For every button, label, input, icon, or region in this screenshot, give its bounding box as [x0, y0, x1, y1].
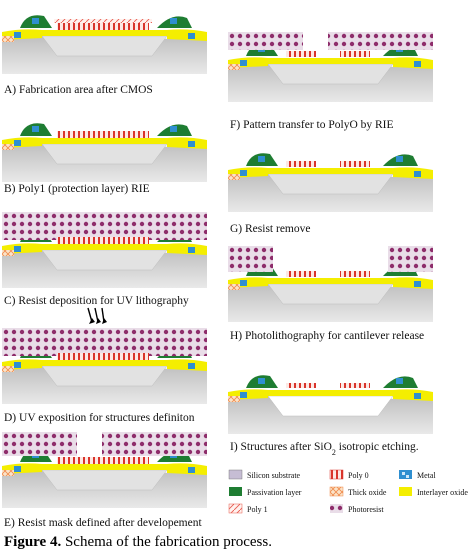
- panel-a: [2, 15, 207, 74]
- panel-c: [2, 212, 207, 288]
- caption-b: B) Poly1 (protection layer) RIE: [4, 183, 150, 195]
- legend-swatch-silicon: [228, 469, 243, 480]
- panel-d: [2, 328, 207, 404]
- legend-swatch-photoresist: [330, 504, 343, 513]
- panels-layer: [2, 15, 433, 508]
- legend-label-photoresist: Photoresist: [348, 505, 384, 514]
- legend-swatch-poly0: [329, 469, 344, 480]
- caption-g: G) Resist remove: [230, 223, 310, 235]
- legend-label-silicon: Silicon substrate: [247, 471, 301, 480]
- caption-a: A) Fabrication area after CMOS: [4, 84, 153, 96]
- panel-i: [228, 375, 433, 434]
- caption-d: D) UV exposition for structures definito…: [4, 412, 195, 424]
- uv-exposure-arrows-icon: [87, 307, 107, 324]
- caption-h: H) Photolithography for cantilever relea…: [230, 330, 424, 342]
- legend-label-interlayer: Interlayer oxide: [417, 488, 468, 497]
- panel-b: [2, 123, 207, 182]
- legend: Silicon substrate Poly 0 Metal Passivati…: [228, 469, 468, 514]
- caption-c: C) Resist deposition for UV lithography: [4, 295, 189, 307]
- panel-h: [228, 246, 433, 322]
- caption-e: E) Resist mask defined after developemen…: [4, 517, 202, 529]
- legend-swatch-poly1: [228, 503, 243, 514]
- legend-label-thickoxide: Thick oxide: [348, 488, 387, 497]
- legend-swatch-interlayer: [399, 487, 412, 496]
- legend-label-poly0: Poly 0: [348, 471, 369, 480]
- legend-swatch-metal: [399, 470, 412, 479]
- legend-label-metal: Metal: [417, 471, 436, 480]
- figure-caption: Figure 4. Schema of the fabrication proc…: [4, 534, 272, 550]
- legend-swatch-passivation: [229, 487, 242, 496]
- caption-i: I) Structures after SiO2 isotropic etchi…: [230, 441, 419, 457]
- legend-swatch-thickoxide: [329, 486, 344, 497]
- panel-g: [228, 153, 433, 212]
- legend-label-poly1: Poly 1: [247, 505, 268, 514]
- caption-f: F) Pattern transfer to PolyO by RIE: [230, 119, 394, 131]
- legend-label-passivation: Passivation layer: [247, 488, 302, 497]
- panel-f: [228, 32, 433, 102]
- panel-e: [2, 432, 207, 508]
